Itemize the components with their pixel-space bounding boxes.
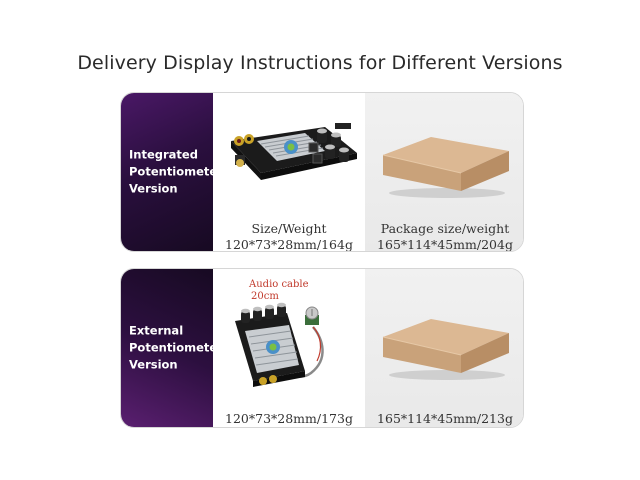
amplifier-board-with-cable-image [235, 302, 324, 387]
version-label-panel: Integrated Potentiometer Version [121, 93, 223, 251]
page-title: Delivery Display Instructions for Differ… [77, 52, 563, 74]
package-image-panel: 165*114*45mm/213g [365, 269, 523, 427]
cardboard-box-image [382, 137, 509, 198]
package-size-weight: 165*114*45mm/204g [377, 237, 513, 252]
product-caption-label: Size/Weight [251, 221, 327, 236]
audio-cable-length: 20cm [251, 291, 279, 302]
package-image-panel: Package size/weight 165*114*45mm/204g [365, 93, 523, 252]
product-size-weight: 120*73*28mm/164g [225, 237, 353, 252]
audio-cable-label-line: Audio cable [249, 279, 309, 290]
package-size-weight: 165*114*45mm/213g [377, 411, 513, 426]
version-label-line: External [129, 323, 184, 338]
version-card-integrated: Integrated Potentiometer Version [120, 92, 524, 252]
product-size-weight: 120*73*28mm/173g [225, 411, 353, 426]
version-label-line: Potentiometer [129, 340, 223, 355]
version-label-line: Version [129, 357, 178, 372]
version-card-external: External Potentiometer Version Audio cab… [120, 268, 524, 428]
amplifier-board-image [231, 123, 357, 180]
version-label: External Potentiometer Version [129, 323, 223, 374]
product-image-panel: Size/Weight 120*73*28mm/164g [213, 93, 365, 251]
package-caption-label: Package size/weight [380, 221, 510, 236]
version-label-line: Version [129, 181, 178, 196]
audio-cable-label: Audio cable 20cm [249, 279, 309, 303]
version-label-line: Integrated [129, 147, 198, 162]
version-label-line: Potentiometer [129, 164, 223, 179]
product-image-panel: Audio cable 20cm [213, 269, 365, 427]
version-label: Integrated Potentiometer Version [129, 147, 223, 198]
cardboard-box-image [382, 319, 509, 380]
version-label-panel: External Potentiometer Version [121, 269, 223, 427]
